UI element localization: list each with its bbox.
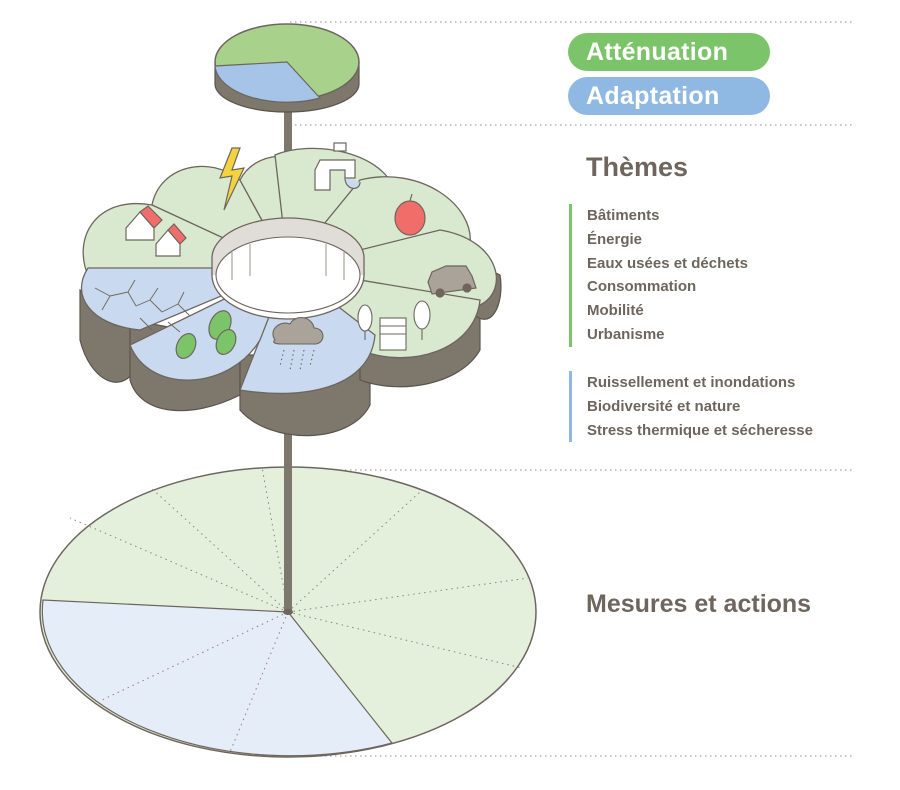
adaptation-badge: Adaptation (568, 77, 770, 115)
adaptation-themes-list: Ruissellement et inondations Biodiversit… (569, 371, 813, 443)
car-icon (427, 265, 477, 298)
section-separators (290, 21, 855, 757)
list-item: Bâtiments (587, 207, 660, 224)
houses-icon (125, 205, 187, 257)
list-item: Eaux usées et déchets (587, 254, 748, 272)
measures-title: Mesures et actions (586, 590, 812, 618)
list-item: Énergie (587, 230, 643, 248)
list-item: Mobilité (587, 302, 644, 320)
list-item: Consommation (587, 278, 697, 296)
bolt-icon (219, 147, 246, 211)
trees-building-icon (357, 300, 431, 351)
list-item: Stress thermique et sécheresse (587, 421, 813, 439)
dry-soil-icon (94, 279, 191, 333)
themes-title: Thèmes (586, 152, 689, 182)
leaves-icon (175, 310, 237, 359)
list-item: Urbanisme (587, 325, 665, 343)
top-disc (214, 23, 360, 113)
list-item: Ruissellement et inondations (587, 374, 796, 391)
mitigation-themes-list: Bâtiments Énergie Eaux usées et déchets … (569, 204, 748, 347)
rain-cloud-icon (272, 317, 324, 371)
water-tap-icon (314, 142, 361, 191)
apple-icon (394, 193, 426, 236)
list-item: Biodiversité et nature (587, 397, 741, 415)
attenuation-badge: Atténuation (568, 33, 770, 71)
